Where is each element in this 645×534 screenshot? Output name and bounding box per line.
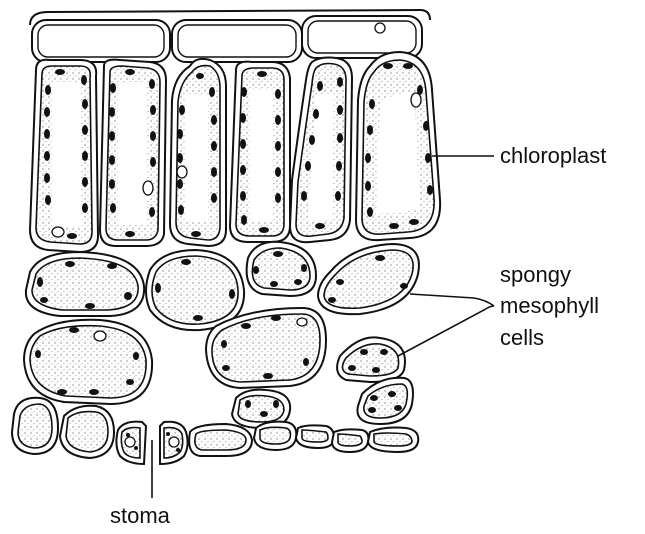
- spongy-mesophyll-label-line2: mesophyll: [500, 293, 599, 319]
- upper-epidermis: [30, 10, 430, 62]
- spongy-cell: [26, 252, 144, 316]
- palisade-cell: [290, 58, 352, 243]
- spongy-mesophyll-label-line3: cells: [500, 325, 544, 351]
- spongy-cell: [357, 378, 413, 424]
- stoma-label: stoma: [110, 503, 170, 529]
- palisade-cell: [356, 52, 440, 240]
- palisade-cell: [30, 60, 98, 252]
- spongy-mesophyll-label-line1: spongy: [500, 262, 571, 288]
- chloroplast-label: chloroplast: [500, 143, 606, 169]
- palisade-cell: [230, 62, 290, 242]
- palisade-cell: [100, 60, 166, 246]
- spongy-cell: [318, 244, 419, 314]
- spongy-cell: [337, 337, 405, 382]
- spongy-leader-line-lower: [398, 306, 494, 356]
- spongy-leader-line-upper: [410, 294, 494, 306]
- spongy-cell: [247, 242, 316, 296]
- spongy-layer: [24, 242, 419, 428]
- spongy-cell: [24, 320, 152, 404]
- spongy-cell: [146, 250, 244, 330]
- palisade-layer: [30, 52, 440, 252]
- palisade-cell: [170, 59, 226, 246]
